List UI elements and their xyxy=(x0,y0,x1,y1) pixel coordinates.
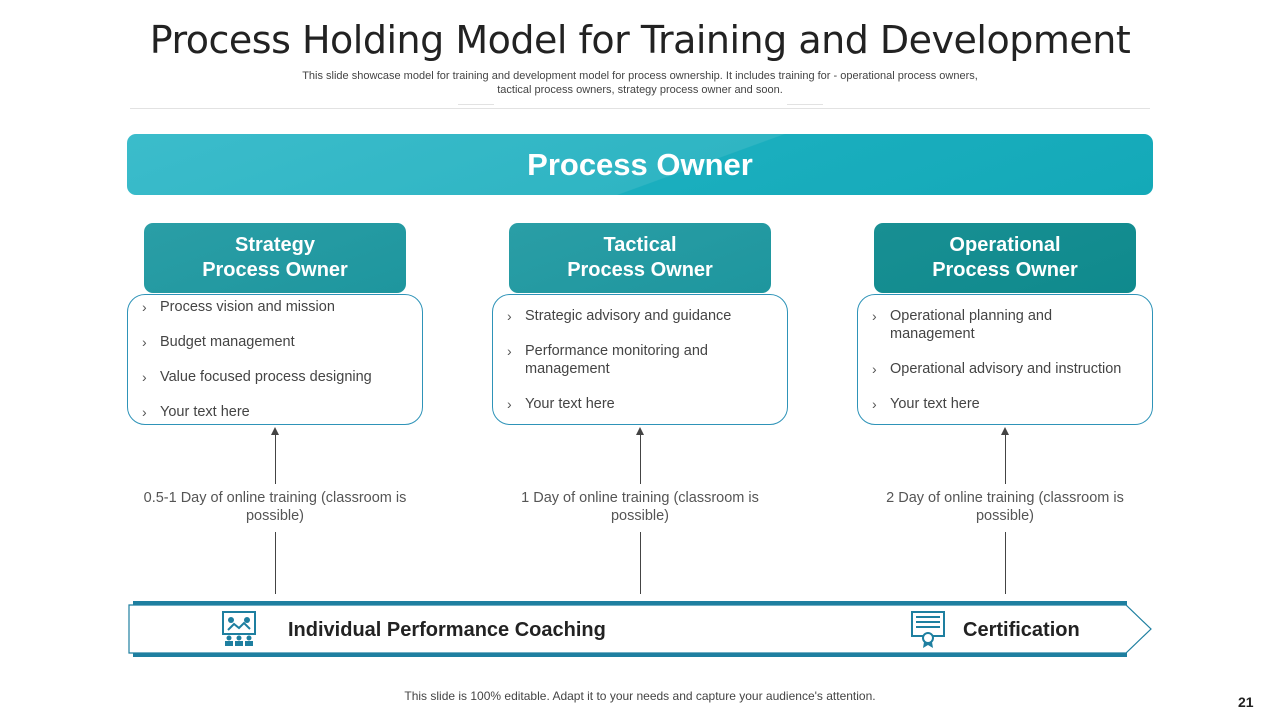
header-line-2: Process Owner xyxy=(932,259,1078,281)
list-item: ›Operational advisory and instruction xyxy=(872,360,1122,377)
list-item: ›Your text here xyxy=(142,404,250,420)
list-item: ›Budget management xyxy=(142,334,295,350)
arrow-up-icon xyxy=(636,427,644,435)
chevron-right-icon: › xyxy=(872,395,877,412)
slide-subtitle: This slide showcase model for training a… xyxy=(302,70,978,96)
slide-title: Process Holding Model for Training and D… xyxy=(149,18,1131,62)
tactical-owner-box: ›Strategic advisory and guidance ›Perfor… xyxy=(492,294,788,425)
connector-line xyxy=(1005,532,1006,594)
process-owner-banner: Process Owner xyxy=(127,134,1153,195)
operational-owner-box: ›Operational planning and management ›Op… xyxy=(857,294,1153,425)
chevron-right-icon: › xyxy=(507,395,512,412)
list-item: ›Value focused process designing xyxy=(142,369,372,385)
connector-line xyxy=(275,532,276,594)
arrow-up-icon xyxy=(271,427,279,435)
training-duration-operational: 2 Day of online training (classroom is p… xyxy=(886,490,1124,524)
chevron-right-icon: › xyxy=(142,299,147,315)
connector-line xyxy=(1005,434,1006,484)
strategy-owner-box: ›Process vision and mission ›Budget mana… xyxy=(127,294,423,425)
list-item: ›Your text here xyxy=(507,395,615,412)
list-item: ›Strategic advisory and guidance xyxy=(507,307,732,324)
connector-line xyxy=(640,532,641,594)
title-divider xyxy=(130,108,1150,109)
page-number: 21 xyxy=(1238,694,1254,710)
list-item: ›Your text here xyxy=(872,395,980,412)
certificate-icon xyxy=(911,611,945,648)
chevron-right-icon: › xyxy=(142,404,147,420)
divider-mark-right xyxy=(787,104,823,105)
list-item: ›Operational planning and management xyxy=(872,307,1053,342)
divider-mark-left xyxy=(458,104,494,105)
strategy-owner-header: Strategy Process Owner xyxy=(144,223,406,293)
chevron-right-icon: › xyxy=(507,342,512,359)
connector-line xyxy=(640,434,641,484)
chevron-right-icon: › xyxy=(142,369,147,385)
training-duration-strategy: 0.5-1 Day of online training (classroom … xyxy=(143,490,407,524)
certification-label: Certification xyxy=(963,619,1080,641)
connector-line xyxy=(275,434,276,484)
list-item: ›Performance monitoring and management xyxy=(507,342,708,377)
list-item: ›Process vision and mission xyxy=(142,299,335,315)
header-line-1: Strategy xyxy=(234,234,316,256)
chevron-right-icon: › xyxy=(507,307,512,324)
coaching-label: Individual Performance Coaching xyxy=(288,619,606,641)
header-line-2: Process Owner xyxy=(567,259,713,281)
training-duration-tactical: 1 Day of online training (classroom is p… xyxy=(521,490,759,524)
header-line-2: Process Owner xyxy=(202,259,348,281)
header-line-1: Tactical xyxy=(603,234,677,256)
tactical-owner-header: Tactical Process Owner xyxy=(509,223,771,293)
coaching-arrow-bar xyxy=(128,601,1152,657)
footer-note: This slide is 100% editable. Adapt it to… xyxy=(404,689,876,703)
chevron-right-icon: › xyxy=(872,307,877,324)
chevron-right-icon: › xyxy=(872,360,877,377)
coaching-group-icon xyxy=(222,611,256,646)
operational-owner-header: Operational Process Owner xyxy=(874,223,1136,293)
header-line-1: Operational xyxy=(949,234,1061,256)
arrow-up-icon xyxy=(1001,427,1009,435)
chevron-right-icon: › xyxy=(142,334,147,350)
